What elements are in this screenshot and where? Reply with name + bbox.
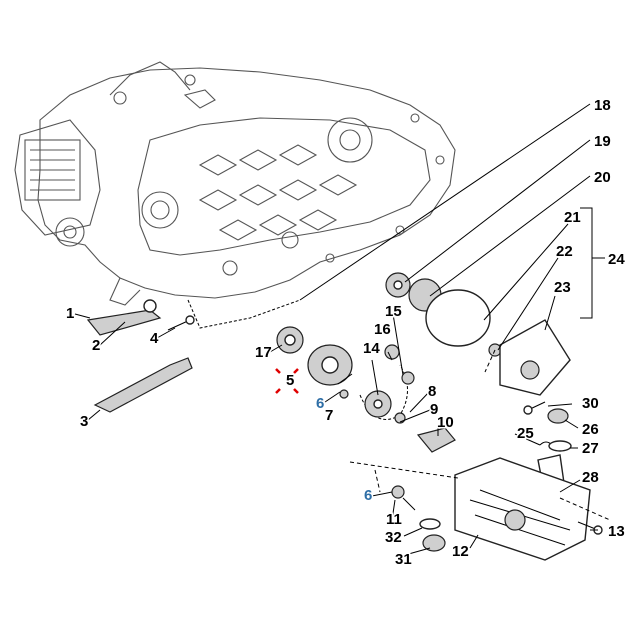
callout-label-c15: 15 [385, 303, 402, 320]
callout-label-c6a: 6 [316, 395, 324, 412]
drain-bolt [523, 401, 546, 415]
callout-label-c24: 24 [608, 251, 625, 268]
callout-label-c7: 7 [325, 407, 333, 424]
callout-label-c22: 22 [556, 243, 573, 260]
callout-label-c6b: 6 [364, 487, 372, 504]
callout-label-c14: 14 [363, 340, 380, 357]
tensioner-pivot [143, 299, 157, 313]
callout-label-c5: 5 [286, 372, 294, 389]
callout-label-c32: 32 [385, 529, 402, 546]
timing-chain [187, 299, 301, 329]
oil-sump [454, 457, 591, 561]
callout-label-c1: 1 [66, 305, 74, 322]
callout-label-c30: 30 [582, 395, 599, 412]
chain-guide-plate [416, 427, 456, 453]
callout-label-c4: 4 [150, 330, 159, 347]
callout-label-c28: 28 [582, 469, 599, 486]
drain-plug-seal [419, 518, 441, 530]
callout-label-c9: 9 [430, 401, 438, 418]
pump-washer-6 [339, 389, 349, 399]
oil-pump-cover [499, 319, 571, 396]
callout-label-c13: 13 [608, 523, 625, 540]
pump-nut [401, 371, 415, 385]
callout-labels: 1234566789101112131415161718192021222324… [65, 96, 627, 570]
pump-washer [384, 344, 400, 360]
callout-label-c19: 19 [594, 133, 611, 150]
callout-label-c11: 11 [386, 511, 402, 528]
callout-label-c23: 23 [554, 279, 571, 296]
callout-label-c27: 27 [582, 440, 599, 457]
cover-gasket [425, 289, 491, 347]
sump-washer [391, 485, 405, 499]
callout-label-c2: 2 [92, 337, 100, 354]
leader-lines [74, 103, 605, 556]
drive-sprocket [276, 326, 304, 354]
callout-label-c21: 21 [564, 209, 581, 226]
filler-plug [547, 408, 569, 424]
callout-label-c18: 18 [594, 97, 611, 114]
pump-driven-gear [385, 272, 411, 298]
callout-label-c8: 8 [428, 383, 436, 400]
filter-o-ring [548, 440, 572, 452]
callout-label-c3: 3 [80, 413, 88, 430]
drain-plug [422, 534, 446, 552]
oil-pump [307, 344, 353, 386]
callout-marker-c5 [275, 368, 299, 394]
sump-screw [402, 497, 416, 511]
engine-case-drawing [14, 61, 456, 306]
callout-label-c26: 26 [582, 421, 599, 438]
guide-bolt [167, 315, 195, 331]
pump-sprocket [364, 390, 392, 418]
callout-label-c16: 16 [374, 321, 391, 338]
callout-label-c12: 12 [452, 543, 469, 560]
callout-label-c31: 31 [395, 551, 412, 568]
callout-label-c20: 20 [594, 169, 611, 186]
callout-label-c25: 25 [517, 425, 534, 442]
callout-label-c17: 17 [255, 344, 272, 361]
chain-guide [93, 357, 193, 413]
callout-label-c10: 10 [437, 414, 454, 431]
pump-screw [337, 373, 353, 385]
